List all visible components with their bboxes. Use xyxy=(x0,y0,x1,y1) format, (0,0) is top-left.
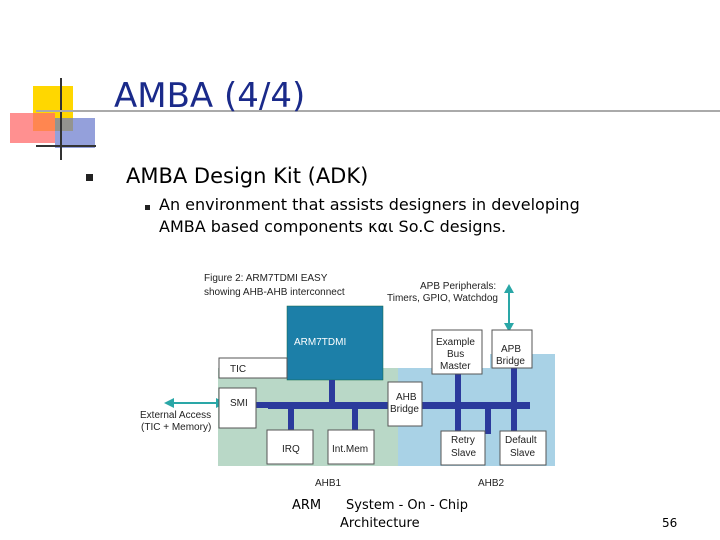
apb-bridge-bus-link xyxy=(511,368,517,434)
irq-bus-link xyxy=(288,402,294,430)
footer-course-line-1: System - On - Chip xyxy=(346,498,469,513)
apb-bridge-label-2: Bridge xyxy=(496,356,525,367)
ahb1-label: AHB1 xyxy=(315,478,342,489)
example-bus-master-box xyxy=(431,329,483,375)
bullet-marker xyxy=(86,174,93,181)
external-arrow-left-icon xyxy=(164,398,174,408)
example-label-2: Bus xyxy=(447,349,464,360)
arm7tdmi-block xyxy=(286,305,384,381)
irq-label: IRQ xyxy=(282,444,300,455)
example-bus-link xyxy=(455,374,461,434)
intmem-bus-link xyxy=(352,402,358,430)
slide-title: AMBA (4/4) xyxy=(114,76,306,116)
ahb2-label: AHB2 xyxy=(478,478,505,489)
retry-label-2: Slave xyxy=(451,448,476,459)
logo-horizontal-line xyxy=(36,145,96,147)
example-label-1: Example xyxy=(436,337,475,348)
example-label-3: Master xyxy=(440,361,471,372)
logo-vertical-line xyxy=(60,78,62,160)
figure-caption-line-2: showing AHB-AHB interconnect xyxy=(204,287,345,298)
intmem-box xyxy=(327,429,375,465)
arm7tdmi-label: ARM7TDMI xyxy=(294,337,346,348)
sub-bullet-marker xyxy=(145,205,150,210)
apb-peripherals-list: Timers, GPIO, Watchdog xyxy=(387,293,498,304)
footer-course-line-2: Architecture xyxy=(340,516,420,531)
default-label-2: Slave xyxy=(510,448,535,459)
apb-bridge-box xyxy=(491,329,533,369)
ahb-bridge-label-2: Bridge xyxy=(390,404,419,415)
ahb2-bus xyxy=(422,402,530,409)
sub-bullet-text: An environment that assists designers in… xyxy=(159,194,639,238)
tic-label: TIC xyxy=(230,364,246,375)
irq-box xyxy=(266,429,314,465)
default-slave-box xyxy=(499,430,547,466)
smi-box xyxy=(218,387,257,429)
apb-peripherals-label: APB Peripherals: xyxy=(420,281,496,292)
ahb-bridge-label-1: AHB xyxy=(396,392,417,403)
bullet-text-adk: AMBA Design Kit (ADK) xyxy=(126,164,369,188)
intmem-label: Int.Mem xyxy=(332,444,368,455)
apb-arrow-up-icon xyxy=(504,284,514,293)
apb-arrow-down-icon xyxy=(504,323,514,332)
apb-bridge-label-1: APB xyxy=(501,344,521,355)
retry-slave-box xyxy=(440,430,486,466)
page-number: 56 xyxy=(662,516,678,530)
footer-course: System - On - Chip Architecture xyxy=(340,497,468,533)
tic-box xyxy=(218,357,288,379)
retry-label-1: Retry xyxy=(451,435,475,446)
ahb-bridge-box xyxy=(387,381,423,427)
smi-bus-link xyxy=(252,402,272,408)
sub-bullet-line-2: AMBA based components και So.C designs. xyxy=(159,217,507,236)
figure-caption-line-1: Figure 2: ARM7TDMI EASY xyxy=(204,273,328,284)
default-label-1: Default xyxy=(505,435,537,446)
arm-bus-link xyxy=(329,380,335,406)
retry-bus-link xyxy=(485,402,491,434)
external-access-detail: (TIC + Memory) xyxy=(141,422,211,433)
footer-arm: ARM xyxy=(292,498,322,513)
external-access-label: External Access xyxy=(140,410,211,421)
sub-bullet-line-1: An environment that assists designers in… xyxy=(159,195,580,214)
title-underline xyxy=(36,110,720,112)
smi-label: SMI xyxy=(230,398,248,409)
logo-red-square xyxy=(10,113,55,143)
